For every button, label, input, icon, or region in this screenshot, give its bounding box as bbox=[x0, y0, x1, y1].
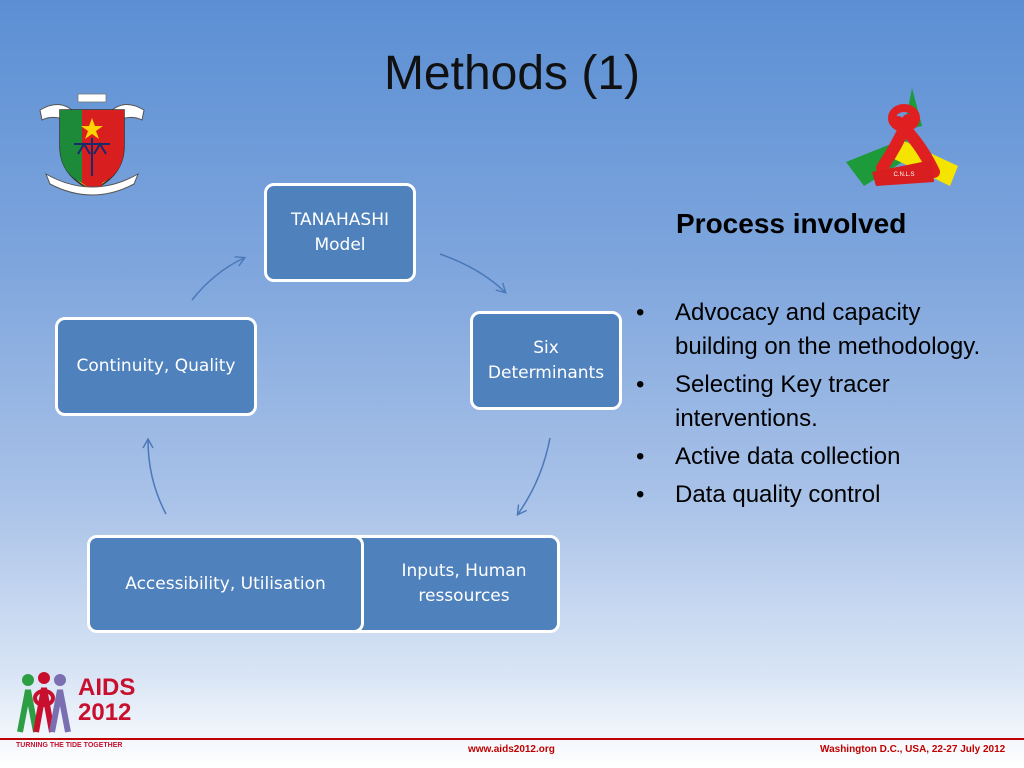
list-item: Active data collection bbox=[636, 440, 996, 474]
node-six-determinants: Six Determinants bbox=[470, 311, 622, 410]
footer-url-link[interactable]: www.aids2012.org bbox=[468, 744, 555, 755]
aids-wordmark: AIDS bbox=[78, 674, 136, 701]
node-label: Accessibility, Utilisation bbox=[125, 573, 326, 594]
node-label: TANAHASHI Model bbox=[290, 209, 390, 255]
cnls-ribbon-logo: C.N.L.S bbox=[846, 88, 958, 186]
aids2012-logo: AIDS 2012 TURNING THE TIDE TOGETHER bbox=[14, 668, 142, 758]
footer-divider bbox=[0, 738, 1024, 740]
list-item: Advocacy and capacity building on the me… bbox=[636, 296, 996, 364]
list-item: Selecting Key tracer interventions. bbox=[636, 368, 996, 436]
slide-title: Methods (1) bbox=[383, 47, 641, 100]
node-tanahashi-model: TANAHASHI Model bbox=[264, 183, 416, 282]
aids-year: 2012 bbox=[78, 699, 132, 726]
process-heading: Process involved bbox=[676, 208, 907, 239]
list-item: Data quality control bbox=[636, 478, 996, 512]
node-label: Six Determinants bbox=[487, 337, 605, 383]
node-inputs-human-resources: Inputs, Human ressources bbox=[348, 535, 560, 633]
arrow-six-to-inputs bbox=[516, 437, 551, 516]
aids-tagline: TURNING THE TIDE TOGETHER bbox=[16, 742, 123, 749]
node-label: Continuity, Quality bbox=[76, 356, 236, 376]
node-accessibility-utilisation: Accessibility, Utilisation bbox=[87, 535, 364, 633]
node-label: Inputs, Human ressources bbox=[401, 561, 527, 606]
footer-event-info: Washington D.C., USA, 22-27 July 2012 bbox=[820, 744, 1006, 755]
arrow-continuity-to-tanahashi bbox=[191, 256, 247, 301]
people-ribbon-icon bbox=[17, 672, 71, 733]
node-continuity-quality: Continuity, Quality bbox=[55, 317, 257, 416]
ribbon-caption: C.N.L.S bbox=[893, 172, 914, 178]
arrow-tanahashi-to-six bbox=[439, 253, 507, 294]
arrow-access-to-continuity bbox=[142, 437, 167, 515]
cameroon-seal-logo bbox=[39, 93, 145, 196]
process-list: Advocacy and capacity building on the me… bbox=[636, 296, 996, 516]
